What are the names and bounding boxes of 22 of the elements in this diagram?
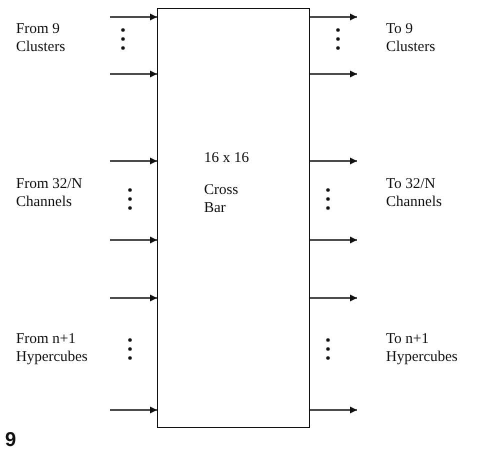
- port-group-label: To n+1 Hypercubes: [386, 330, 459, 366]
- arrow: [310, 14, 357, 20]
- arrow: [310, 158, 357, 164]
- port-group-label: From n+1 Hypercubes: [16, 330, 89, 366]
- port-group-label: To 9 Clusters: [386, 20, 436, 56]
- port-group-label: To 32/N Channels: [386, 175, 443, 211]
- box-title: Cross Bar: [204, 181, 240, 217]
- figure-number: 9: [5, 428, 16, 452]
- port-group-label: From 9 Clusters: [16, 20, 66, 56]
- crossbar-box: [157, 8, 310, 428]
- arrow: [110, 406, 157, 414]
- size-label: 16 x 16: [204, 149, 250, 167]
- arrow: [110, 14, 157, 20]
- arrow: [110, 158, 157, 164]
- arrow: [310, 294, 357, 302]
- arrow: [310, 70, 357, 78]
- port-group-label: From 32/N Channels: [16, 175, 84, 211]
- arrow: [110, 70, 157, 78]
- arrow: [110, 294, 157, 302]
- arrow: [310, 406, 357, 414]
- arrow: [110, 236, 157, 244]
- arrow: [310, 236, 357, 244]
